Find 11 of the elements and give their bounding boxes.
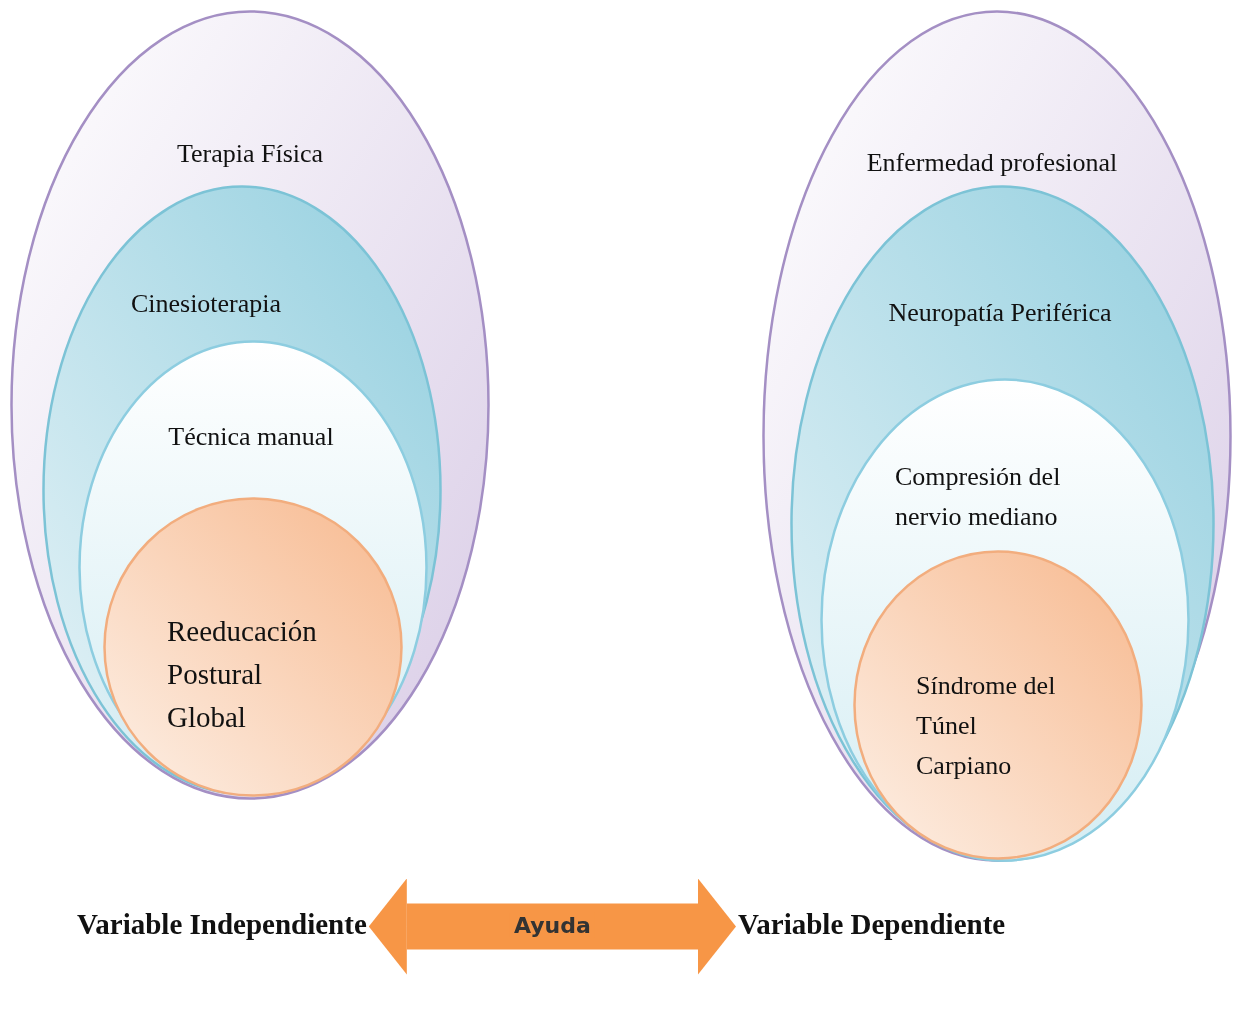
ellipse-label: Neuropatía Periférica [887, 297, 1113, 329]
ellipse-label: Cinesioterapia [129, 288, 283, 320]
variable-label: Variable Dependiente [738, 908, 1006, 941]
variable-label: Variable Independiente [77, 908, 367, 941]
ellipse-label: Técnica manual [167, 421, 335, 453]
double-arrow [368, 878, 736, 975]
ellipse-label: Reeducación Postural Global [167, 614, 318, 735]
ellipse-label: Compresión del nervio mediano [895, 461, 1062, 533]
ellipse-label: Enfermedad profesional [865, 147, 1119, 179]
ellipse-label: Terapia Física [175, 138, 325, 170]
ellipse-label: Síndrome del Túnel Carpiano [916, 670, 1057, 782]
